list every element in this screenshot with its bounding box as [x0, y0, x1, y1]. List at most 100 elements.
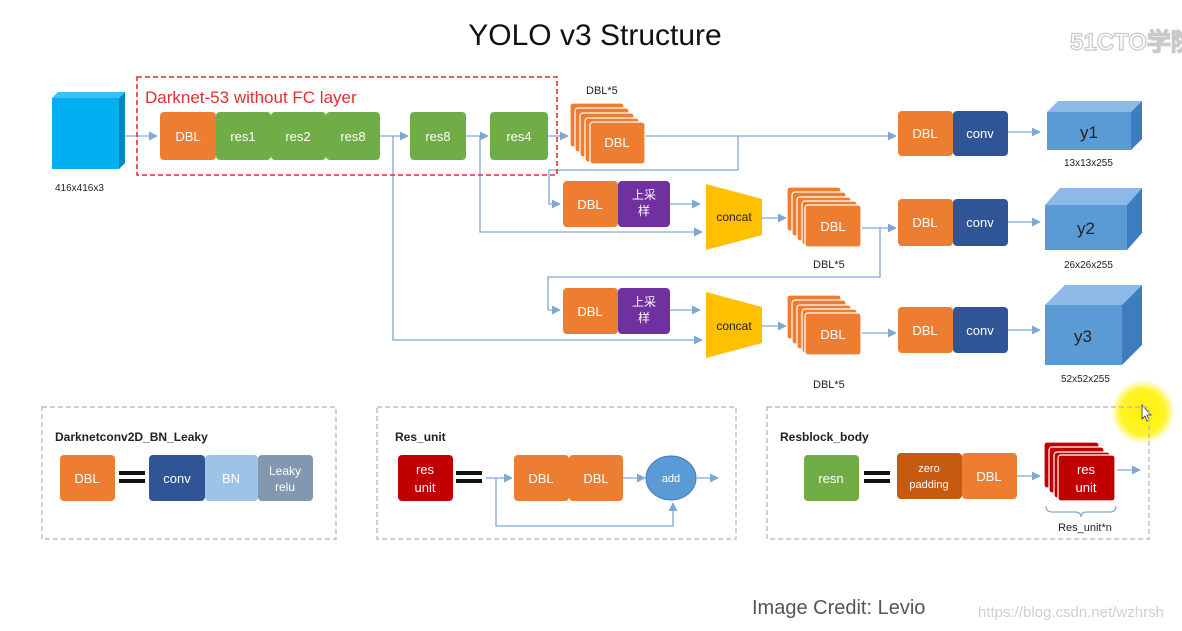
legend-darknetconv-conv: conv	[149, 455, 205, 501]
legend-resunit-equals	[456, 471, 482, 483]
legend-resunit-dbl1-label: DBL	[528, 471, 553, 486]
b3-head-conv-label: conv	[966, 323, 994, 338]
darknet-dbl-label: DBL	[175, 129, 200, 144]
input-cube	[52, 92, 125, 169]
legend-resblock-dbl: DBL	[962, 453, 1017, 499]
legend-resblock-brace	[1045, 505, 1117, 518]
b2-pre-dbl: DBL	[563, 181, 618, 227]
b1-dbl-stack: DBL	[569, 102, 646, 165]
b3-upsample: 上采 样	[618, 288, 670, 334]
b2-pre-dbl-label: DBL	[577, 197, 602, 212]
b2-head-conv-label: conv	[966, 215, 994, 230]
b2-dbl5-label: DBL*5	[813, 259, 845, 271]
url-watermark: https://blog.csdn.net/wzhrsh	[978, 604, 1164, 621]
legend-leaky-line1: Leaky	[269, 464, 301, 478]
image-credit: Image Credit: Levio	[752, 597, 925, 619]
darknet-res8-label: res8	[340, 129, 365, 144]
b2-upsample: 上采 样	[618, 181, 670, 227]
legend-add-label: add	[662, 473, 680, 485]
b1-dbl5-label: DBL*5	[586, 85, 618, 97]
output-cube-y3: y3	[1045, 285, 1142, 365]
b2-upsample-line1: 上采	[632, 188, 656, 202]
legend-darknetconv-title: Darknetconv2D_BN_Leaky	[55, 430, 208, 444]
y1-size-label: 13x13x255	[1064, 158, 1113, 169]
b3-pre-dbl: DBL	[563, 288, 618, 334]
b2-concat-label: concat	[716, 210, 752, 224]
darknet-dbl-block: DBL	[160, 112, 216, 160]
legend-resblock-equals	[864, 471, 890, 483]
legend-darknetconv-lhs-label: DBL	[74, 471, 99, 486]
output-cube-y1: y1	[1047, 101, 1142, 150]
b3-upsample-line2: 样	[638, 310, 650, 325]
b3-dbl-label: DBL	[820, 327, 845, 342]
b2-head: DBL conv	[898, 199, 1008, 246]
legend-zero-line1: zero	[918, 463, 939, 475]
backbone-res8-block: res8	[410, 112, 466, 160]
legend-resunit-title: Res_unit	[395, 430, 446, 444]
output-cube-y2: y2	[1045, 188, 1142, 250]
b3-dbl-stack: DBL	[786, 294, 862, 356]
b3-head-dbl-label: DBL	[912, 323, 937, 338]
input-size-label: 416x416x3	[55, 183, 104, 194]
legend-resunit-lhs: res unit	[398, 455, 453, 501]
darknet-res1-label: res1	[230, 129, 255, 144]
diagram-title: YOLO v3 Structure	[468, 19, 721, 52]
legend-resblock-lhs: resn	[804, 455, 859, 501]
legend-resblock-unit-line1: res	[1077, 462, 1096, 477]
b2-dbl-label: DBL	[820, 219, 845, 234]
legend-resblock-frame	[766, 406, 1150, 540]
legend-resunit-lhs-line2: unit	[415, 480, 436, 495]
backbone-res8-label: res8	[425, 129, 450, 144]
legend-resblock-dbl-label: DBL	[976, 469, 1001, 484]
darknet-frame	[136, 76, 558, 176]
legend-resblock-title: Resblock_body	[780, 430, 869, 444]
b3-upsample-line1: 上采	[632, 295, 656, 309]
darknet-label: Darknet-53 without FC layer	[145, 88, 357, 107]
darknet-res2-block: res2	[271, 112, 326, 160]
y3-size-label: 52x52x255	[1061, 374, 1110, 385]
b2-concat: concat	[706, 184, 762, 250]
b1-head: DBL conv	[898, 111, 1008, 156]
y2-label: y2	[1077, 219, 1095, 238]
legend-resunit-add: add	[645, 455, 697, 501]
darknet-res2-label: res2	[285, 129, 310, 144]
legend-darknetconv-bn: BN	[205, 455, 258, 501]
legend-resunit-connectors	[486, 473, 719, 527]
legend-resunit-dbl-2: DBL	[569, 455, 623, 501]
b1-head-dbl-label: DBL	[912, 126, 937, 141]
backbone-res4-label: res4	[506, 129, 531, 144]
cursor-icon	[1141, 403, 1152, 422]
b3-pre-dbl-label: DBL	[577, 304, 602, 319]
legend-darknetconv-equals	[119, 471, 145, 483]
legend-conv-label: conv	[163, 471, 191, 486]
legend-resblock-caption: Res_unit*n	[1058, 522, 1112, 534]
watermark-logo: 51CTO学院	[1070, 28, 1182, 56]
legend-resblock-unit-line2: unit	[1076, 480, 1097, 495]
b3-concat: concat	[706, 292, 762, 358]
b2-head-dbl-label: DBL	[912, 215, 937, 230]
darknet-res8-block: res8	[326, 112, 380, 160]
legend-resunit-lhs-line1: res	[416, 462, 435, 477]
b2-dbl-stack: DBL	[786, 186, 862, 248]
legend-resblock-unit-stack: res unit	[1043, 441, 1116, 502]
b1-head-conv-label: conv	[966, 126, 994, 141]
b3-head: DBL conv	[898, 307, 1008, 353]
legend-resblock-zero-padding: zero padding	[897, 453, 962, 499]
legend-resunit-dbl-1: DBL	[514, 455, 569, 501]
y1-label: y1	[1080, 123, 1098, 142]
b2-upsample-line2: 样	[638, 203, 650, 218]
b1-dbl-label: DBL	[604, 135, 629, 150]
darknet-res1-block: res1	[216, 112, 271, 160]
legend-darknetconv-frame	[41, 406, 337, 540]
legend-darknetconv-lhs: DBL	[60, 455, 115, 501]
legend-resunit-dbl2-label: DBL	[583, 471, 608, 486]
b3-dbl5-label: DBL*5	[813, 379, 845, 391]
y3-label: y3	[1074, 327, 1092, 346]
legend-zero-line2: padding	[909, 479, 948, 491]
legend-resn-label: resn	[818, 471, 843, 486]
legend-leaky-line2: relu	[275, 480, 295, 494]
legend-resunit-frame	[376, 406, 737, 540]
b3-concat-label: concat	[716, 319, 752, 333]
legend-bn-label: BN	[222, 471, 240, 486]
